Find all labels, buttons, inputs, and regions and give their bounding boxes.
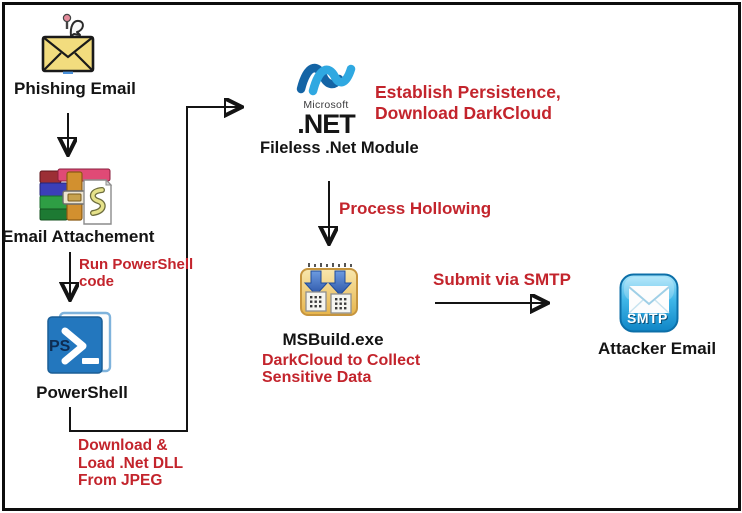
run-powershell-note: Run PowerShell code — [79, 256, 194, 290]
submit-smtp-note: Submit via SMTP — [433, 270, 571, 289]
email-attachment-label: Email Attachement — [2, 227, 155, 246]
msbuild-label: MSBuild.exe — [282, 330, 384, 349]
powershell-label: PowerShell — [36, 383, 128, 402]
attacker-email-label: Attacker Email — [598, 339, 717, 358]
powershell-icon-text: PS — [49, 338, 71, 355]
fileless-net-label: Fileless .Net Module — [260, 139, 419, 157]
powershell-icon: PS — [46, 311, 114, 379]
dotnet-product-text: .NET — [297, 109, 356, 139]
smtp-email-icon: SMTP — [619, 273, 679, 333]
smtp-icon-text: SMTP — [627, 310, 668, 326]
process-hollowing-note: Process Hollowing — [339, 199, 492, 218]
establish-persistence-note: Establish Persistence, Download DarkClou… — [375, 82, 561, 123]
dotnet-logo: Microsoft .NET — [290, 56, 362, 139]
msbuild-icon — [299, 262, 359, 321]
collect-data-note: DarkCloud to Collect Sensitive Data — [262, 352, 421, 386]
phishing-email-label: Phishing Email — [14, 79, 136, 98]
download-dll-note: Download & Load .Net DLL From JPEG — [78, 437, 184, 489]
dotnet-brand-text: Microsoft — [303, 99, 349, 111]
email-attachment-icon — [38, 166, 114, 228]
phishing-email-icon — [40, 13, 96, 75]
dotnet-wave-icon — [296, 63, 356, 96]
